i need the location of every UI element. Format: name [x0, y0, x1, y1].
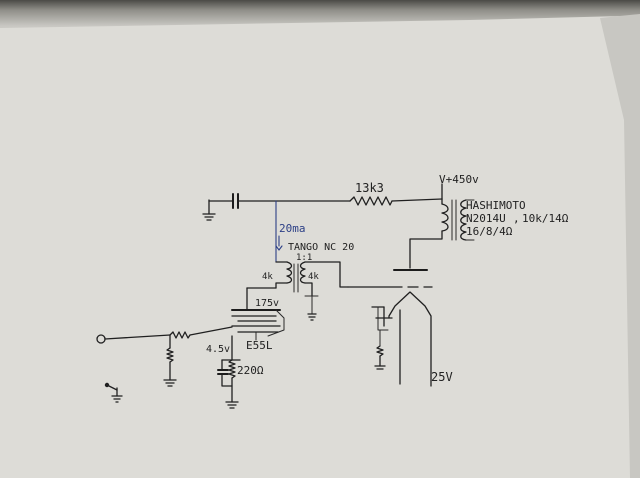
output-transformer — [409, 198, 475, 269]
primary-winding-label: 4k — [262, 272, 273, 282]
secondary-winding-label: 4k — [308, 272, 319, 282]
cathode-resistor-label: 220Ω — [237, 364, 264, 377]
ground-symbol-top-left — [202, 213, 216, 221]
transformer-model-label: N2014U — [466, 212, 506, 225]
bias-current-label: 20ma — [279, 222, 306, 235]
paper-sheet — [0, 16, 636, 478]
plate-voltage-label: 175v — [255, 298, 279, 309]
grid-voltage-label: 25V — [431, 370, 453, 384]
output-tube — [347, 269, 433, 387]
tube-type-label: E55L — [246, 339, 273, 352]
transformer-name-label: HASHIMOTO — [466, 199, 526, 212]
driver-tube — [231, 287, 285, 341]
interstage-name-label: TANGO NC 20 — [288, 242, 354, 253]
ground-symbol-bottom-left — [104, 382, 123, 403]
supply-voltage-label: V+450v — [439, 173, 479, 186]
paper-shadow-edge — [600, 14, 640, 478]
interstage-ratio-label: 1:1 — [296, 253, 312, 263]
resistor-label: 13k3 — [355, 181, 384, 195]
interstage-current-annotation — [275, 200, 283, 263]
input-network — [96, 326, 233, 387]
cathode-voltage-label: 4.5v — [206, 344, 230, 355]
transformer-impedance-2-label: 16/8/4Ω — [466, 225, 513, 238]
input-coupling-capacitor — [208, 193, 277, 215]
plate-resistor-13k3 — [275, 196, 443, 206]
transformer-impedance-label: 10k/14Ω — [522, 212, 569, 225]
interstage-transformer — [275, 261, 349, 321]
cathode-network — [217, 335, 241, 409]
comma-mark: , — [513, 212, 520, 225]
